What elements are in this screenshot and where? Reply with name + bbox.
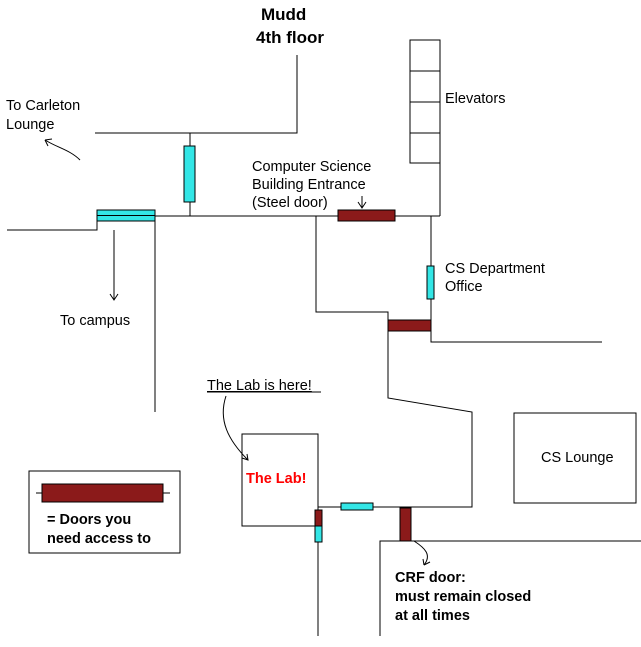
door-lab-lower xyxy=(314,525,323,543)
label-crf-3: at all times xyxy=(395,608,470,624)
label-lounge: CS Lounge xyxy=(541,450,614,466)
legend-door-swatch xyxy=(41,483,164,503)
wall-main-corridor xyxy=(7,215,440,231)
door-lab xyxy=(314,509,323,527)
elevator-2 xyxy=(409,70,441,103)
door-cs-office xyxy=(426,265,435,300)
label-entrance-2: Building Entrance xyxy=(252,177,366,193)
elevator-stack xyxy=(409,39,441,164)
label-lab-room: The Lab! xyxy=(246,471,306,487)
label-crf-2: must remain closed xyxy=(395,589,531,605)
label-carleton-2: Lounge xyxy=(6,117,54,133)
legend: = Doors you need access to xyxy=(28,470,181,554)
label-office-1: CS Department xyxy=(445,261,545,277)
lab-room xyxy=(241,433,319,527)
doors-open xyxy=(96,145,435,543)
arrows xyxy=(44,138,431,566)
wall-crf xyxy=(379,540,641,636)
doors-restricted xyxy=(314,209,432,542)
elevator-1 xyxy=(409,39,441,72)
building-title: Mudd xyxy=(261,5,306,24)
wall-top-corridor xyxy=(95,55,298,134)
label-elevators: Elevators xyxy=(445,91,505,107)
label-office-2: Office xyxy=(445,279,483,295)
door-cs-entrance xyxy=(337,209,396,222)
label-crf-1: CRF door: xyxy=(395,570,466,586)
elevator-3 xyxy=(409,101,441,134)
label-entrance-3: (Steel door) xyxy=(252,195,328,211)
label-carleton-1: To Carleton xyxy=(6,98,80,114)
floor-title: 4th floor xyxy=(256,28,324,47)
legend-line-1: = Doors you xyxy=(47,512,131,528)
legend-line-2: need access to xyxy=(47,531,151,547)
door-crf xyxy=(399,507,412,542)
door-cs-internal xyxy=(387,319,432,332)
label-campus: To campus xyxy=(60,313,130,329)
elevator-4 xyxy=(409,132,441,164)
arrow-lab xyxy=(222,395,249,461)
arrow-carleton xyxy=(44,139,81,161)
wall-office xyxy=(430,216,602,343)
door-top-connector xyxy=(183,145,196,203)
label-lab-pointer: The Lab is here! xyxy=(207,378,312,394)
door-lab-corridor xyxy=(340,502,374,511)
walls xyxy=(7,55,641,636)
wall-entrance-path xyxy=(315,216,473,508)
label-entrance-1: Computer Science xyxy=(252,159,371,175)
lounge-room xyxy=(513,412,637,504)
arrow-crf xyxy=(413,540,428,566)
